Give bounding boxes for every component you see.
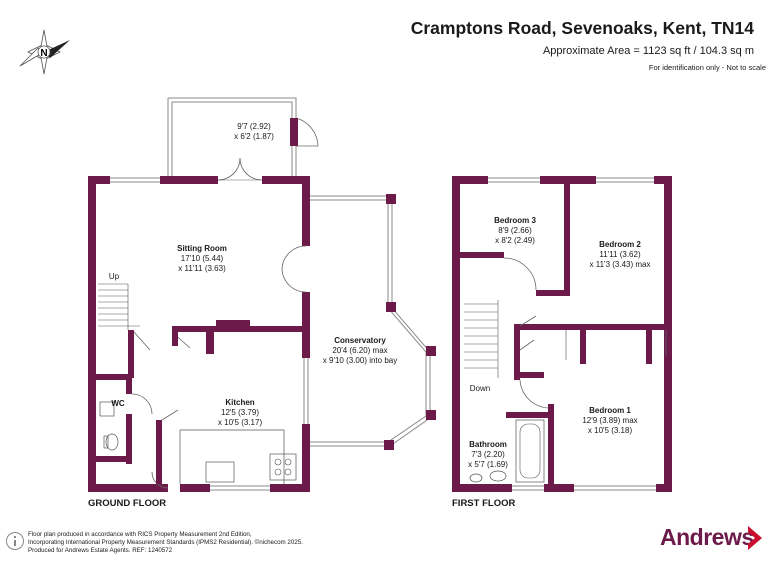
sitting-room-label: Sitting Room 17'10 (5.44) x 11'11 (3.63) (177, 244, 227, 274)
footer-line-2: Incorporating International Property Mea… (28, 539, 303, 546)
bedroom1-name: Bedroom 1 (589, 406, 631, 415)
andrews-logo: Andrews (660, 524, 754, 551)
wc-label: WC (111, 399, 124, 409)
bedroom3-label: Bedroom 3 8'9 (2.66) x 8'2 (2.49) (494, 216, 536, 246)
compass-icon: N (19, 29, 70, 75)
conservatory-dims-2: x 9'10 (3.00) into bay (322, 356, 398, 365)
bedroom1-dims-1: 12'9 (3.89) max (582, 416, 638, 425)
porch-dims-2: x 6'2 (1.87) (234, 132, 274, 141)
bathroom-dims-2: x 5'7 (1.69) (468, 460, 508, 469)
wc-name: WC (111, 399, 125, 408)
bedroom1-dims-2: x 10'5 (3.18) (587, 426, 633, 435)
kitchen-name: Kitchen (225, 398, 255, 407)
bedroom2-dims-2: x 11'3 (3.43) max (589, 260, 651, 269)
bedroom3-name: Bedroom 3 (494, 216, 536, 225)
footer-line-1: Floor plan produced in accordance with R… (28, 531, 252, 538)
sitting-room-dims-1: 17'10 (5.44) (180, 254, 224, 263)
bedroom3-dims-1: 8'9 (2.66) (498, 226, 532, 235)
conservatory-dims-1: 20'4 (6.20) max (332, 346, 388, 355)
sitting-room-name: Sitting Room (177, 244, 227, 253)
property-address-title: Cramptons Road, Sevenoaks, Kent, TN14 (410, 18, 754, 38)
stairs-down-label: Down (469, 384, 491, 393)
porch-dims-1: 9'7 (2.92) (237, 122, 271, 131)
bedroom2-label: Bedroom 2 11'11 (3.62) x 11'3 (3.43) max (590, 240, 651, 270)
approximate-area: Approximate Area = 1123 sq ft / 104.3 sq… (542, 45, 754, 57)
conservatory-label: Conservatory 20'4 (6.20) max x 9'10 (3.0… (323, 336, 397, 366)
porch-dimensions: 9'7 (2.92) x 6'2 (1.87) (234, 122, 274, 142)
bedroom1-label: Bedroom 1 12'9 (3.89) max x 10'5 (3.18) (582, 406, 637, 436)
kitchen-dims-2: x 10'5 (3.17) (217, 418, 263, 427)
bathroom-dims-1: 7'3 (2.20) (471, 450, 505, 459)
info-icon (6, 532, 24, 550)
footer-line-3: Produced for Andrews Estate Agents. REF:… (28, 547, 173, 554)
bathroom-label: Bathroom 7'3 (2.20) x 5'7 (1.69) (468, 440, 508, 470)
footer-disclaimer: Floor plan produced in accordance with R… (28, 531, 358, 555)
bathroom-name: Bathroom (469, 440, 507, 449)
sitting-room-dims-2: x 11'11 (3.63) (178, 264, 226, 273)
stairs-up-label: Up (108, 272, 120, 281)
bedroom2-dims-1: 11'11 (3.62) (599, 250, 641, 259)
bedroom3-dims-2: x 8'2 (2.49) (495, 236, 535, 245)
kitchen-dims-1: 12'5 (3.79) (221, 408, 259, 417)
ground-floor-label: GROUND FLOOR (88, 498, 167, 509)
compass-north-label: N (40, 48, 47, 59)
bedroom2-name: Bedroom 2 (599, 240, 641, 249)
identification-note: For identification only - Not to scale (648, 63, 766, 72)
conservatory-name: Conservatory (334, 336, 386, 345)
kitchen-label: Kitchen 12'5 (3.79) x 10'5 (3.17) (218, 398, 262, 428)
first-floor-label: FIRST FLOOR (452, 498, 516, 509)
first-floor-plan (452, 176, 672, 492)
ground-floor-plan (88, 97, 436, 492)
brand-name: Andrews (660, 524, 754, 550)
